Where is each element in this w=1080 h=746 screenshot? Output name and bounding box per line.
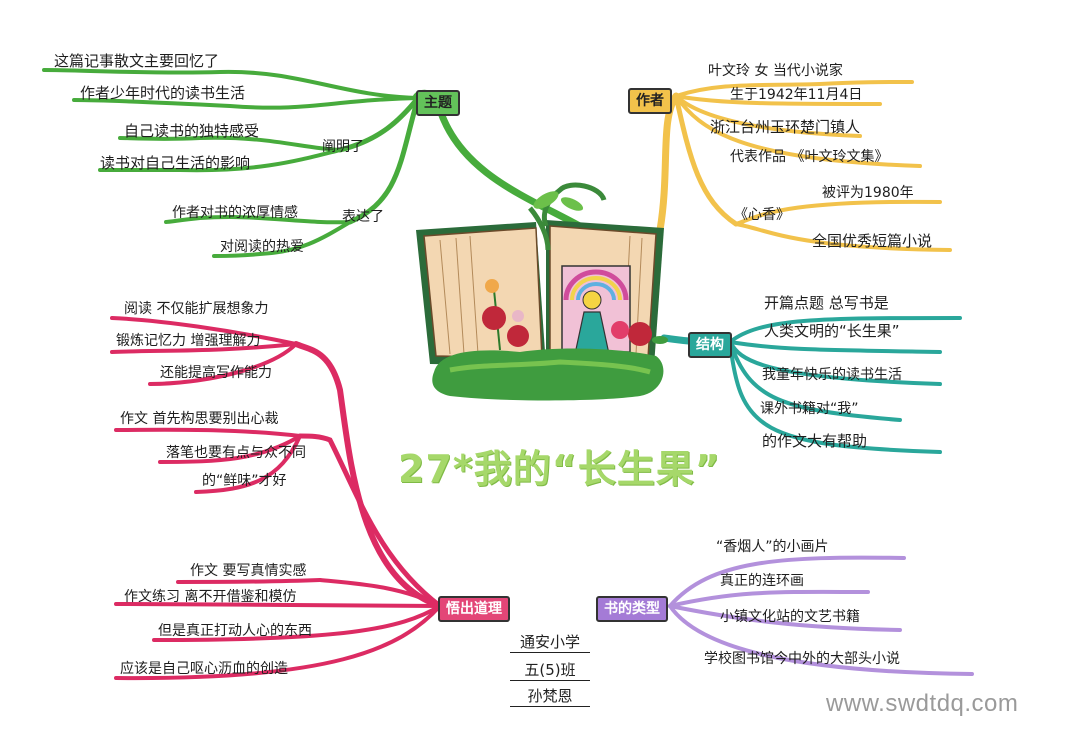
lesson-item: 但是真正打动人心的东西 — [158, 623, 312, 639]
author-item: 代表作品 《叶文玲文集》 — [730, 149, 889, 165]
watermark: www.swdtdq.com — [826, 690, 1019, 717]
booktype-item: 学校图书馆今中外的大部头小说 — [704, 651, 900, 667]
lesson-item: 作文 首先构思要别出心裁 — [120, 411, 279, 427]
structure-item: 开篇点题 总写书是 — [764, 294, 889, 312]
lesson-item: 的“鲜味”才好 — [202, 473, 287, 489]
girl-head — [582, 290, 602, 310]
booktype-item: “香烟人”的小画片 — [716, 539, 829, 555]
credit-student: 孙梵恩 — [510, 686, 590, 707]
structure-item: 的作文大有帮助 — [762, 432, 868, 450]
hub-book-types: 书的类型 — [596, 596, 668, 622]
book-illustration — [416, 182, 668, 401]
page-title: 27*我的“长生果” — [398, 447, 721, 491]
booktype-item: 真正的连环画 — [720, 573, 804, 589]
lesson-item: 落笔也要有点与众不同 — [166, 445, 306, 461]
booktype-item: 小镇文化站的文艺书籍 — [720, 609, 860, 625]
grass-ground — [432, 348, 664, 401]
theme-clarified-item: 读书对自己生活的影响 — [100, 154, 251, 172]
structure-item: 人类文明的“长生果” — [764, 322, 900, 340]
roses — [482, 279, 668, 351]
author-item: 叶文玲 女 当代小说家 — [708, 63, 843, 79]
lesson-branch-lines — [110, 316, 443, 681]
hub-structure: 结构 — [688, 332, 732, 358]
lesson-item: 还能提高写作能力 — [160, 365, 272, 381]
lesson-item: 阅读 不仅能扩展想象力 — [124, 301, 269, 317]
theme-expressed-item: 对阅读的热爱 — [220, 239, 304, 255]
credit-school: 通安小学 — [510, 632, 590, 653]
structure-branch-lines — [660, 316, 962, 454]
structure-item: 课外书籍对“我” — [760, 401, 859, 417]
theme-clarified-item: 自己读书的独特感受 — [124, 122, 260, 140]
theme-expressed-label: 表达了 — [342, 209, 384, 225]
booktype-branch-lines — [668, 555, 974, 676]
hub-lesson: 悟出道理 — [438, 596, 510, 622]
hub-theme: 主题 — [416, 90, 460, 116]
theme-expressed-item: 作者对书的浓厚情感 — [172, 205, 298, 221]
structure-item: 我童年快乐的读书生活 — [762, 367, 902, 383]
lesson-item: 锻炼记忆力 增强理解力 — [116, 333, 261, 349]
lesson-item: 作文练习 离不开借鉴和模仿 — [124, 589, 297, 605]
theme-clarified-label: 阐明了 — [322, 139, 364, 155]
author-branch-lines — [656, 80, 952, 252]
hub-author: 作者 — [628, 88, 672, 114]
lesson-item: 应该是自己呕心沥血的创造 — [120, 661, 288, 677]
author-work-label: 《心香》 — [734, 207, 790, 223]
author-work-detail: 被评为1980年 — [822, 185, 914, 201]
author-item: 生于1942年11月4日 — [730, 87, 863, 103]
theme-item: 作者少年时代的读书生活 — [80, 84, 246, 102]
credit-class: 五(5)班 — [510, 660, 590, 681]
lesson-item: 作文 要写真情实感 — [190, 563, 307, 579]
author-item: 浙江台州玉环楚门镇人 — [710, 118, 861, 136]
author-work-detail: 全国优秀短篇小说 — [812, 232, 933, 250]
theme-item: 这篇记事散文主要回忆了 — [54, 52, 220, 70]
